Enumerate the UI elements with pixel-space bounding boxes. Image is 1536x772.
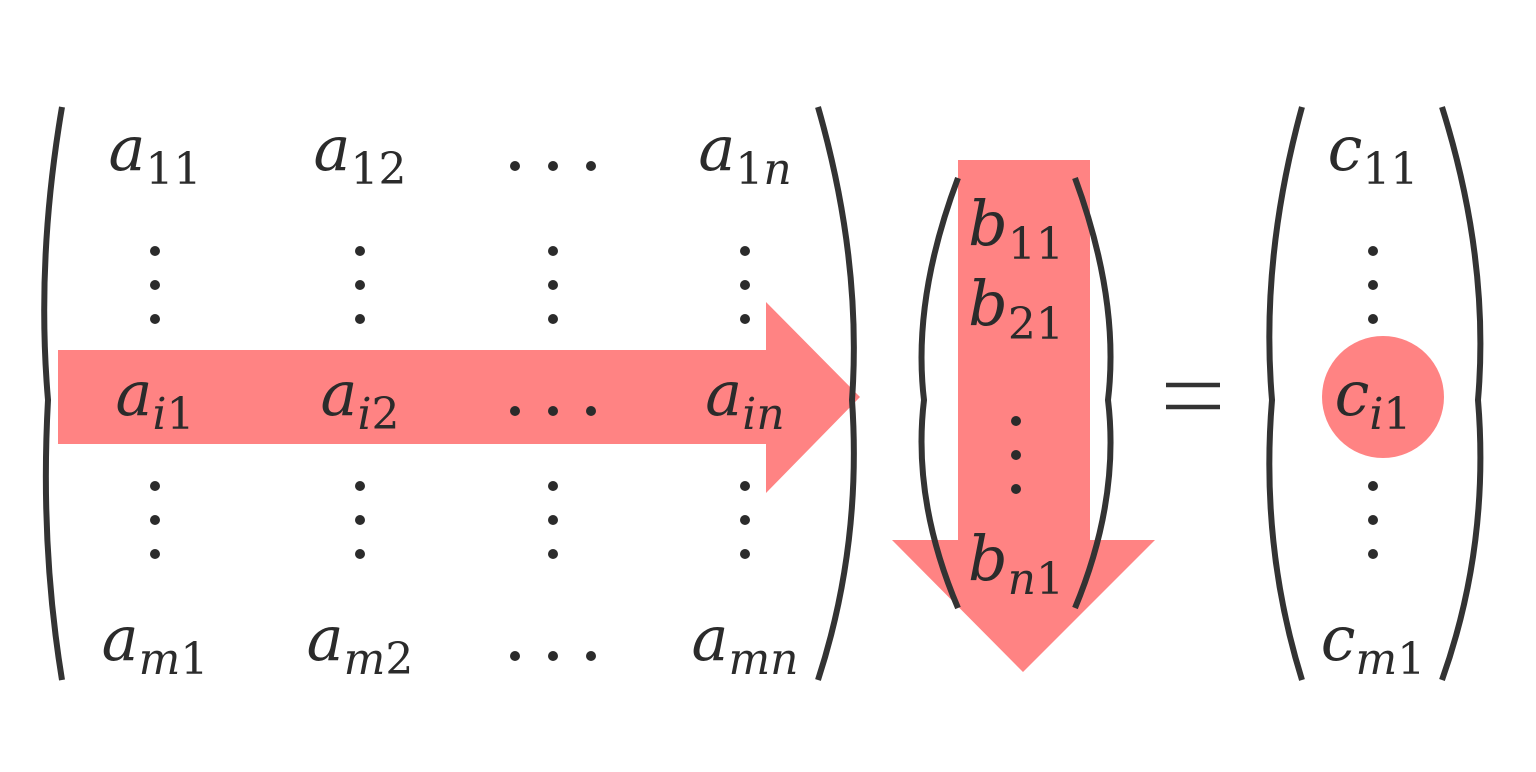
- matrix-a-entry-r3-c4: ain: [705, 357, 784, 440]
- vector-c-right-paren: [1439, 106, 1484, 682]
- vector-c-entry-1: c11: [1328, 112, 1419, 195]
- vector-b-right-paren: [1072, 176, 1114, 610]
- vector-c-entry-3: ci1: [1335, 357, 1412, 440]
- matrix-a-entry-r4-c4-vdots: [740, 481, 750, 559]
- vector-b-entry-2: b21: [968, 267, 1064, 350]
- matrix-a-entry-r5-c2: am2: [307, 602, 414, 685]
- matrix-a-entry-r1-c2: a12: [314, 112, 407, 195]
- matrix-a-entry-r1-c3-hdots: [510, 161, 596, 171]
- vector-b-left-paren: [918, 176, 961, 610]
- matrix-a-entry-r2-c3-vdots: [548, 246, 558, 324]
- vector-b-entry-4: bn1: [968, 522, 1064, 605]
- matrix-a-entry-r2-c1-vdots: [150, 246, 160, 324]
- matrix-a-entry-r5-c3-hdots: [510, 651, 596, 661]
- matrix-a-entry-r4-c3-vdots: [548, 481, 558, 559]
- equals-sign: [1166, 382, 1220, 410]
- vector-c-entry-4-vdots: [1368, 481, 1378, 559]
- matrix-a-entry-r1-c1: a11: [109, 112, 202, 195]
- vector-c-left-paren: [1266, 106, 1305, 681]
- highlight-layer: [58, 160, 1444, 672]
- matrix-a-entry-r3-c3-hdots: [510, 406, 596, 416]
- vector-b-entry-1: b11: [968, 187, 1064, 270]
- matrix-a-entry-r3-c1: ai1: [115, 357, 194, 440]
- row-highlight-arrow: [58, 302, 860, 493]
- matrix-a-entry-r1-c4: a1n: [698, 112, 791, 195]
- parentheses: [41, 106, 1484, 682]
- vector-b-entry-3-vdots: [1011, 416, 1021, 494]
- matrix-a-entry-r5-c1: am1: [102, 602, 209, 685]
- vector-c-entry-5: cm1: [1321, 602, 1425, 685]
- vector-c-entry-2-vdots: [1368, 246, 1378, 324]
- matrix-a-entry-r4-c2-vdots: [355, 481, 365, 559]
- matrix-a-right-paren: [815, 106, 857, 681]
- result-highlight-circle: [1322, 336, 1444, 458]
- matrix-a-entry-r2-c2-vdots: [355, 246, 365, 324]
- matrix-a-entry-r2-c4-vdots: [740, 246, 750, 324]
- matrix-a-entry-r5-c4: amn: [691, 602, 798, 685]
- column-highlight-arrow: [892, 160, 1155, 672]
- matrix-a-entry-r4-c1-vdots: [150, 481, 160, 559]
- matrix-a-entry-r3-c2: ai2: [320, 357, 399, 440]
- matrix-a-left-paren: [41, 106, 65, 681]
